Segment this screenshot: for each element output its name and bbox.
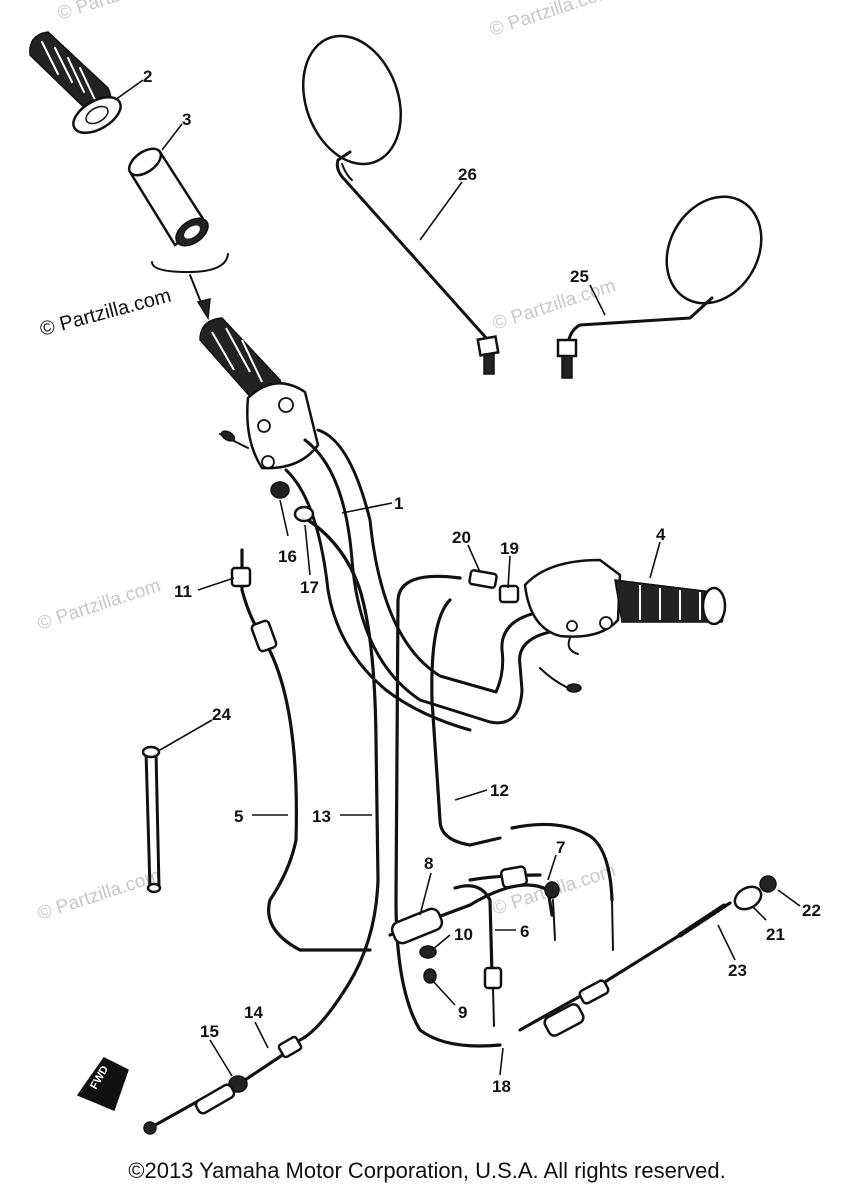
watermark: © Partzilla.com <box>490 275 618 335</box>
watermark: © Partzilla.com <box>55 0 183 25</box>
watermark-main: © Partzilla.com <box>38 285 174 341</box>
callout-5: 5 <box>234 807 243 826</box>
left-switch-housing-part <box>523 558 727 693</box>
watermark: © Partzilla.com <box>35 865 163 925</box>
callout-11: 11 <box>174 582 192 601</box>
left-grip-part <box>29 31 122 135</box>
callout-14: 14 <box>244 1003 263 1022</box>
callout-6: 6 <box>520 922 529 941</box>
callout-26: 26 <box>458 165 477 184</box>
callout-13: 13 <box>312 807 331 826</box>
callout-20: 20 <box>452 528 471 547</box>
callout-19: 19 <box>500 539 519 558</box>
callout-3: 3 <box>182 110 191 129</box>
left-mirror-part <box>556 195 763 379</box>
cables <box>141 518 732 1130</box>
callout-7: 7 <box>556 838 565 857</box>
callout-10: 10 <box>454 925 473 944</box>
throttle-grip-on-bar <box>199 317 320 470</box>
copyright-footer: ©2013 Yamaha Motor Corporation, U.S.A. A… <box>128 1158 726 1183</box>
callout-12: 12 <box>490 781 509 800</box>
callout-17: 17 <box>300 578 319 597</box>
assembly-bracket <box>151 253 229 273</box>
callout-2: 2 <box>143 67 152 86</box>
callout-numbers: 1 2 3 4 5 6 7 8 9 10 11 12 13 14 15 16 1… <box>143 67 821 1096</box>
callout-4: 4 <box>656 525 666 544</box>
fittings <box>143 481 777 1135</box>
right-mirror-part <box>301 34 500 375</box>
callout-1: 1 <box>394 494 403 513</box>
forward-direction-arrow: FWD <box>76 1057 129 1111</box>
callout-18: 18 <box>492 1077 511 1096</box>
throttle-sleeve-part <box>127 147 209 247</box>
callout-9: 9 <box>458 1003 467 1022</box>
callout-25: 25 <box>570 267 589 286</box>
callout-21: 21 <box>766 925 785 944</box>
callout-15: 15 <box>200 1022 219 1041</box>
watermark: © Partzilla.com <box>487 0 615 41</box>
leader-lines <box>114 79 801 1077</box>
callout-24: 24 <box>212 705 231 724</box>
callout-16: 16 <box>278 547 297 566</box>
callout-8: 8 <box>424 854 433 873</box>
watermark: © Partzilla.com <box>35 575 163 635</box>
callout-22: 22 <box>802 901 821 920</box>
assembly-arrowhead <box>196 298 211 321</box>
callout-23: 23 <box>728 961 747 980</box>
